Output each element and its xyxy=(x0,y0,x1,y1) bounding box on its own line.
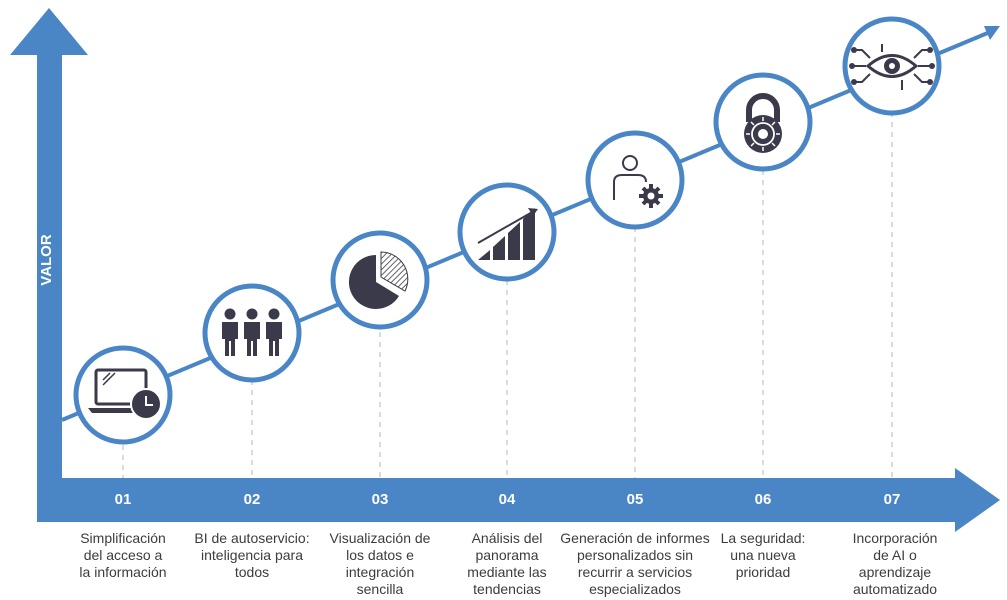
padlock-icon xyxy=(744,93,782,153)
step-number-02: 02 xyxy=(243,491,261,508)
step-number-07: 07 xyxy=(883,491,901,508)
pie-chart-icon xyxy=(348,251,409,309)
ai-eye-icon xyxy=(849,44,935,90)
y-axis-label: VALOR xyxy=(38,234,55,286)
y-axis-arrow xyxy=(10,8,88,480)
user-gear-icon xyxy=(613,155,663,208)
step-number-04: 04 xyxy=(498,491,516,508)
growth-chart-icon xyxy=(477,208,538,260)
laptop-clock-icon xyxy=(88,368,162,420)
dashed-guides xyxy=(122,112,893,478)
people-group-icon xyxy=(222,308,282,356)
step-label-02: BI de autoservicio: inteligencia para to… xyxy=(194,530,310,580)
step-circle-05 xyxy=(585,130,685,230)
step-number-06: 06 xyxy=(754,491,772,508)
step-circle-03 xyxy=(330,230,430,330)
step-label-03: Visualización de los datos e integración… xyxy=(329,530,431,597)
step-circle-04 xyxy=(457,182,557,282)
step-label-05: Generación de informes personalizados si… xyxy=(560,530,710,597)
step-number-05: 05 xyxy=(626,491,644,508)
step-label-06: La seguridad: una nueva prioridad xyxy=(720,530,806,580)
step-number-01: 01 xyxy=(114,491,132,508)
step-label-07: Incorporación de AI o aprendizaje automa… xyxy=(852,530,938,597)
step-circles xyxy=(73,16,942,445)
x-axis-arrow xyxy=(37,468,1000,532)
step-number-03: 03 xyxy=(371,491,389,508)
step-label-01: Simplificación del acceso a la informaci… xyxy=(79,530,167,580)
step-label-04: Análisis del panorama mediante las tende… xyxy=(467,530,547,597)
